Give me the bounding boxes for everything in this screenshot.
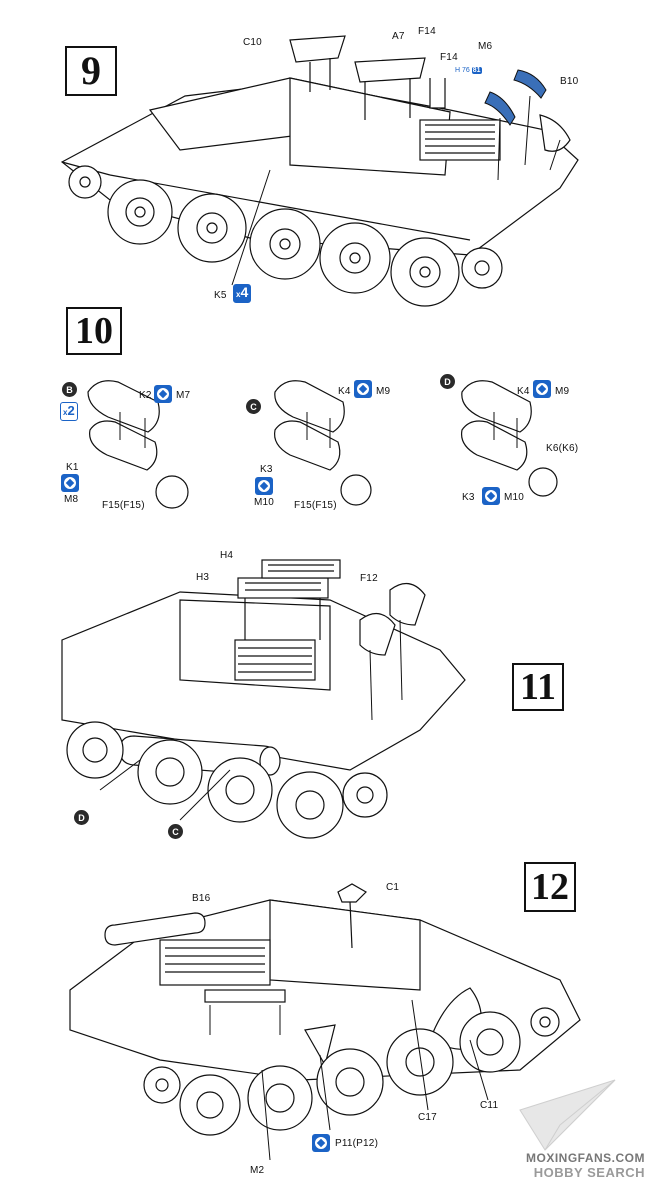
- label-d-m10: M10: [504, 492, 525, 503]
- label-d-k6: K6(K6): [546, 443, 579, 454]
- label-b-k2: K2: [139, 390, 152, 401]
- glue-icon: [255, 477, 273, 495]
- label-c-f15: F15(F15): [294, 500, 337, 511]
- b-quantity-value: 2: [67, 403, 75, 418]
- step-number-11: 11: [512, 663, 564, 711]
- tag-c: C: [168, 824, 183, 839]
- paper-plane-logo-icon: [519, 1079, 616, 1151]
- label-k5: K5: [214, 290, 227, 301]
- tag-c: C: [246, 399, 261, 414]
- tag-d: D: [74, 810, 89, 825]
- label-d-k3: K3: [462, 492, 475, 503]
- label-c-m10: M10: [254, 497, 275, 508]
- h-selector-prefix: H: [455, 67, 461, 74]
- label-c-k3: K3: [260, 464, 273, 475]
- step-number-9: 9: [65, 46, 117, 96]
- label-b-m7: M7: [176, 390, 191, 401]
- tag-b: B: [62, 382, 77, 397]
- label-c17: C17: [418, 1112, 437, 1123]
- label-p11: P11(P12): [335, 1138, 379, 1149]
- h-selector-badge: 81: [471, 67, 482, 74]
- label-b-m8: M8: [64, 494, 79, 505]
- label-c11: C11: [480, 1100, 499, 1111]
- label-m6: M6: [478, 41, 493, 52]
- label-d-k4: K4: [517, 386, 530, 397]
- label-b16: B16: [192, 893, 211, 904]
- label-h3: H3: [196, 572, 210, 583]
- glue-icon: [482, 487, 500, 505]
- step-number-10: 10: [66, 307, 122, 355]
- label-c-m9: M9: [376, 386, 391, 397]
- label-m2: M2: [250, 1165, 265, 1176]
- watermark-brand: HOBBY SEARCH: [533, 1165, 645, 1180]
- tag-d: D: [440, 374, 455, 389]
- watermark: MOXINGFANS.COM HOBBY SEARCH: [526, 1151, 645, 1180]
- k5-quantity-value: 4: [240, 284, 249, 300]
- h-part-selector: H 76 81: [455, 67, 482, 74]
- label-f14-b: F14: [440, 52, 458, 63]
- watermark-site: MOXINGFANS.COM: [525, 1151, 645, 1165]
- label-c10: C10: [243, 37, 262, 48]
- glue-icon: [533, 380, 551, 398]
- glue-icon: [154, 385, 172, 403]
- b-quantity-badge: x2: [60, 402, 78, 421]
- label-c1: C1: [386, 882, 400, 893]
- label-f12: F12: [360, 573, 378, 584]
- step-number-12: 12: [524, 862, 576, 912]
- label-b10: B10: [560, 76, 579, 87]
- label-h4: H4: [220, 550, 234, 561]
- k5-quantity-badge: x4: [233, 284, 252, 303]
- label-b-f15: F15(F15): [102, 500, 145, 511]
- label-d-m9: M9: [555, 386, 570, 397]
- label-a7: A7: [392, 31, 405, 42]
- label-c-k4: K4: [338, 386, 351, 397]
- label-f14-a: F14: [418, 26, 436, 37]
- h-selector-number: 76: [462, 67, 470, 74]
- label-b-k1: K1: [66, 462, 79, 473]
- glue-icon: [354, 380, 372, 398]
- glue-icon: [61, 474, 79, 492]
- glue-icon: [312, 1134, 330, 1152]
